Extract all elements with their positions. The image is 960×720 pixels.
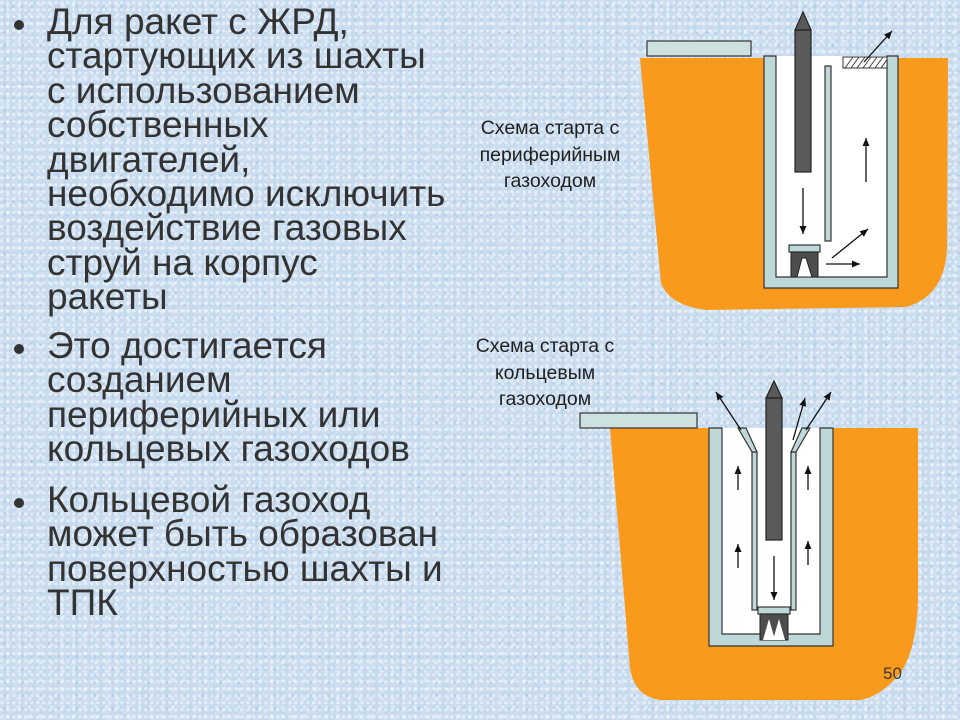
grille-hatch xyxy=(856,56,866,69)
engine-nozzle xyxy=(790,251,819,278)
silo-wall xyxy=(708,427,834,647)
arrowhead xyxy=(804,466,812,474)
caption-line: периферийным xyxy=(479,143,621,166)
page-number: 50 xyxy=(883,664,902,683)
bullet-item: Кольцевой газоход может быть образован п… xyxy=(0,481,455,621)
bullet-line: ТПК xyxy=(47,582,118,624)
gas-flow-arrows xyxy=(715,391,832,600)
arrowhead xyxy=(799,226,807,234)
bullet-line: струй на корпус xyxy=(47,241,318,283)
bullet-text: Это достигается созданием периферийных и… xyxy=(47,325,410,470)
bullet-line: Кольцевой газоход xyxy=(47,479,371,520)
engine-stand xyxy=(757,606,791,641)
bullet-text: Кольцевой газоход может быть образован п… xyxy=(47,479,443,624)
duct-grille xyxy=(842,56,888,69)
caption-line: газоходом xyxy=(498,388,592,410)
ring-duct-caption: Схема старта с кольцевым газоходом xyxy=(445,333,645,413)
nozzle-gap xyxy=(763,619,775,640)
bullet-line: ракеты xyxy=(47,276,168,318)
arrowhead xyxy=(884,31,892,40)
bullet-icon xyxy=(14,344,24,354)
bullet-line: двигателей, xyxy=(47,138,251,180)
arrowhead xyxy=(859,229,868,237)
bullet-line: воздействие газовых xyxy=(47,207,407,249)
arrowhead xyxy=(770,592,778,600)
bullet-line: стартующих из шахты xyxy=(47,35,426,77)
container-guide-left xyxy=(736,427,758,453)
arrowhead xyxy=(799,398,807,407)
bullet-line: созданием xyxy=(47,359,232,401)
grille-hatch xyxy=(880,59,888,69)
arrowhead xyxy=(716,392,724,401)
arrowhead xyxy=(862,138,870,146)
rocket-body xyxy=(765,397,783,541)
bullet-line: собственных xyxy=(47,104,269,146)
rocket xyxy=(765,379,783,541)
engine-cap xyxy=(788,244,821,253)
bullet-line: необходимо исключить xyxy=(47,173,446,215)
bullet-line: Это достигается xyxy=(47,325,327,366)
silo-wall xyxy=(763,55,899,289)
caption-line: кольцевым xyxy=(494,361,596,384)
rocket-nose xyxy=(765,379,783,399)
grille-hatch xyxy=(850,56,860,69)
bullet-item: Это достигается созданием периферийных и… xyxy=(0,327,455,467)
bullet-item: Для ракет с ЖРД, стартующих из шахты с и… xyxy=(0,3,455,315)
caption-line: Схема старта с xyxy=(480,117,620,139)
ring-duct-scheme xyxy=(579,379,918,700)
bullet-icon xyxy=(14,498,24,508)
transport-launch-container xyxy=(736,427,812,611)
peripheral-duct-caption: Схема старта с периферийным газоходом xyxy=(450,115,650,195)
silo-cover-slab xyxy=(579,412,698,429)
bullet-line: кольцевых газоходов xyxy=(47,428,410,470)
arrowhead xyxy=(804,541,812,549)
caption-line: Схема старта с xyxy=(475,335,615,357)
grille-hatch xyxy=(874,56,884,69)
rocket-nose xyxy=(794,10,812,31)
rocket-body xyxy=(794,29,812,173)
bullet-icon xyxy=(14,20,24,30)
engine-stand xyxy=(788,244,821,278)
bullet-line: может быть образован xyxy=(47,513,439,555)
engine-cap xyxy=(757,606,791,615)
grille-hatch xyxy=(868,56,878,69)
bullet-line: периферийных или xyxy=(47,393,381,435)
rocket xyxy=(794,10,812,173)
arrowhead xyxy=(734,466,742,474)
peripheral-duct-scheme xyxy=(640,10,948,310)
arrowhead xyxy=(734,544,742,552)
caption-line: газоходом xyxy=(503,170,597,192)
gas-flow-arrows xyxy=(799,30,893,268)
bullet-text: Для ракет с ЖРД, стартующих из шахты с и… xyxy=(47,1,446,318)
arrowhead xyxy=(852,260,860,268)
grille-hatch xyxy=(844,56,854,69)
grille-hatch xyxy=(862,56,872,69)
container-wall-left xyxy=(751,451,758,611)
bullet-line: Для ракет с ЖРД, xyxy=(47,1,349,42)
bullet-line: поверхностью шахты и xyxy=(47,547,443,589)
nozzle-gap xyxy=(773,619,785,640)
gas-duct-partition xyxy=(824,65,832,242)
container-wall-right xyxy=(790,451,797,611)
silo-cover-slab xyxy=(646,40,752,57)
arrowhead xyxy=(823,392,831,401)
duct-grille-frame xyxy=(842,56,888,69)
bullet-line: с использованием xyxy=(47,69,360,111)
